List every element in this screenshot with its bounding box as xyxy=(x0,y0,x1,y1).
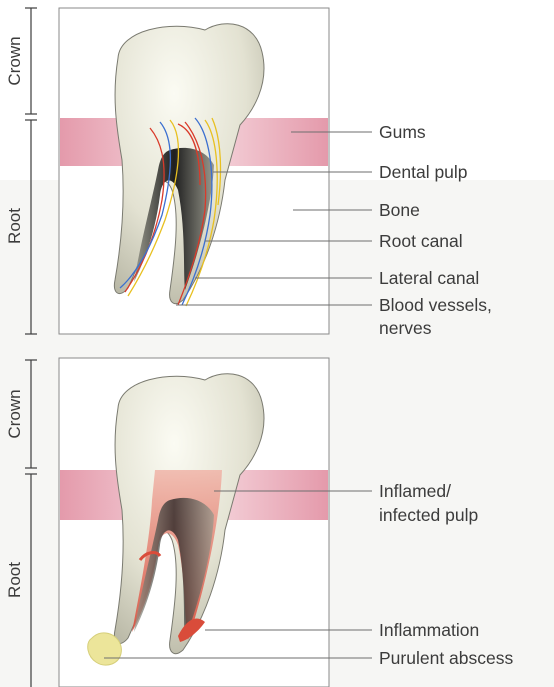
panel-infected: Crown Root Inflamed/ infected pulp Infla… xyxy=(5,358,513,687)
callout-inflamed: Inflamed/ xyxy=(379,481,451,501)
crown-label-1: Crown xyxy=(5,36,24,85)
callout-lateral-canal: Lateral canal xyxy=(379,268,479,288)
root-label-1: Root xyxy=(5,208,24,244)
panel-healthy: Crown Root Gums Dental pulp Bone Root ca… xyxy=(5,8,492,338)
root-label-2: Root xyxy=(5,562,24,598)
callout-purulent-abscess: Purulent abscess xyxy=(379,648,513,668)
callout-dental-pulp: Dental pulp xyxy=(379,162,468,182)
callout-nerves: nerves xyxy=(379,318,432,338)
callout-root-canal: Root canal xyxy=(379,231,463,251)
callout-infected-pulp: infected pulp xyxy=(379,505,478,525)
callout-blood-vessels: Blood vessels, xyxy=(379,295,492,315)
crown-label-2: Crown xyxy=(5,389,24,438)
callout-gums: Gums xyxy=(379,122,426,142)
callout-inflammation: Inflammation xyxy=(379,620,479,640)
crown-root-scale-2 xyxy=(25,360,37,687)
callout-bone: Bone xyxy=(379,200,420,220)
crown-root-scale-1 xyxy=(25,8,37,334)
